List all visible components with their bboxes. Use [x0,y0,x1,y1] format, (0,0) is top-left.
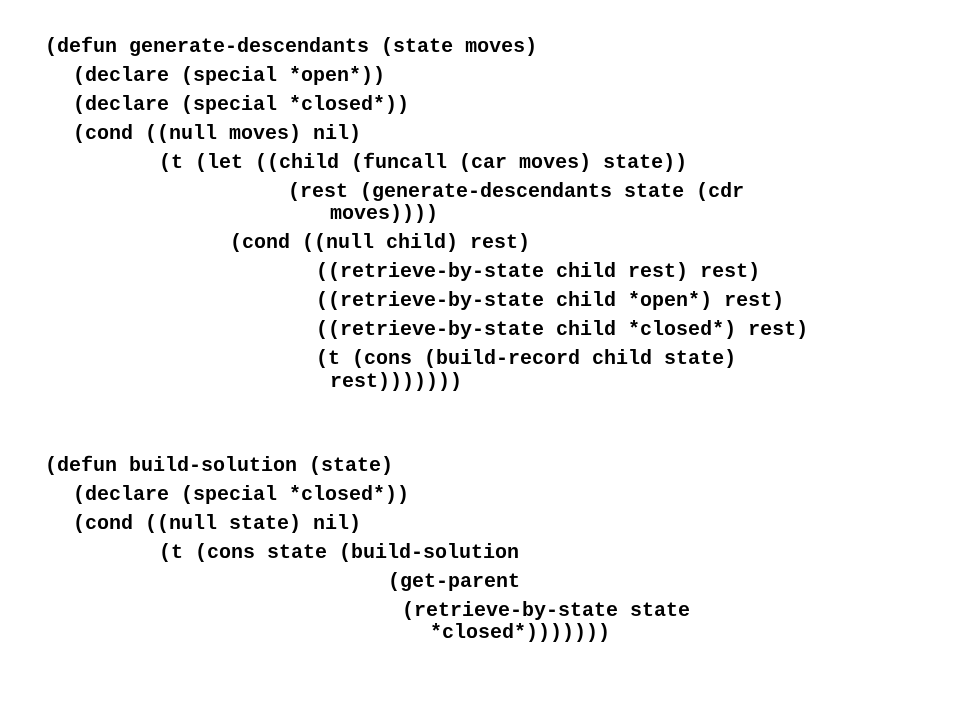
code-line: rest))))))) [330,371,463,394]
code-line: ((retrieve-by-state child *closed*) rest… [316,319,809,342]
code-line: (defun generate-descendants (state moves… [45,36,538,59]
code-line: (retrieve-by-state state [402,600,691,623]
code-line: (cond ((null state) nil) [73,513,362,536]
code-line: (get-parent [388,571,521,594]
code-line: (t (cons state (build-solution [159,542,520,565]
code-line: (t (let ((child (funcall (car moves) sta… [159,152,688,175]
code-line: ((retrieve-by-state child *open*) rest) [316,290,785,313]
code-line: (cond ((null moves) nil) [73,123,362,146]
code-line: ((retrieve-by-state child rest) rest) [316,261,761,284]
code-line: (declare (special *open*)) [73,65,386,88]
code-line: (cond ((null child) rest) [230,232,531,255]
code-line: (defun build-solution (state) [45,455,394,478]
code-line: (rest (generate-descendants state (cdr [288,181,745,204]
code-line: (t (cons (build-record child state) [316,348,737,371]
code-line: moves)))) [330,203,439,226]
code-line: (declare (special *closed*)) [73,94,410,117]
code-line: (declare (special *closed*)) [73,484,410,507]
code-line: *closed*))))))) [430,622,611,645]
